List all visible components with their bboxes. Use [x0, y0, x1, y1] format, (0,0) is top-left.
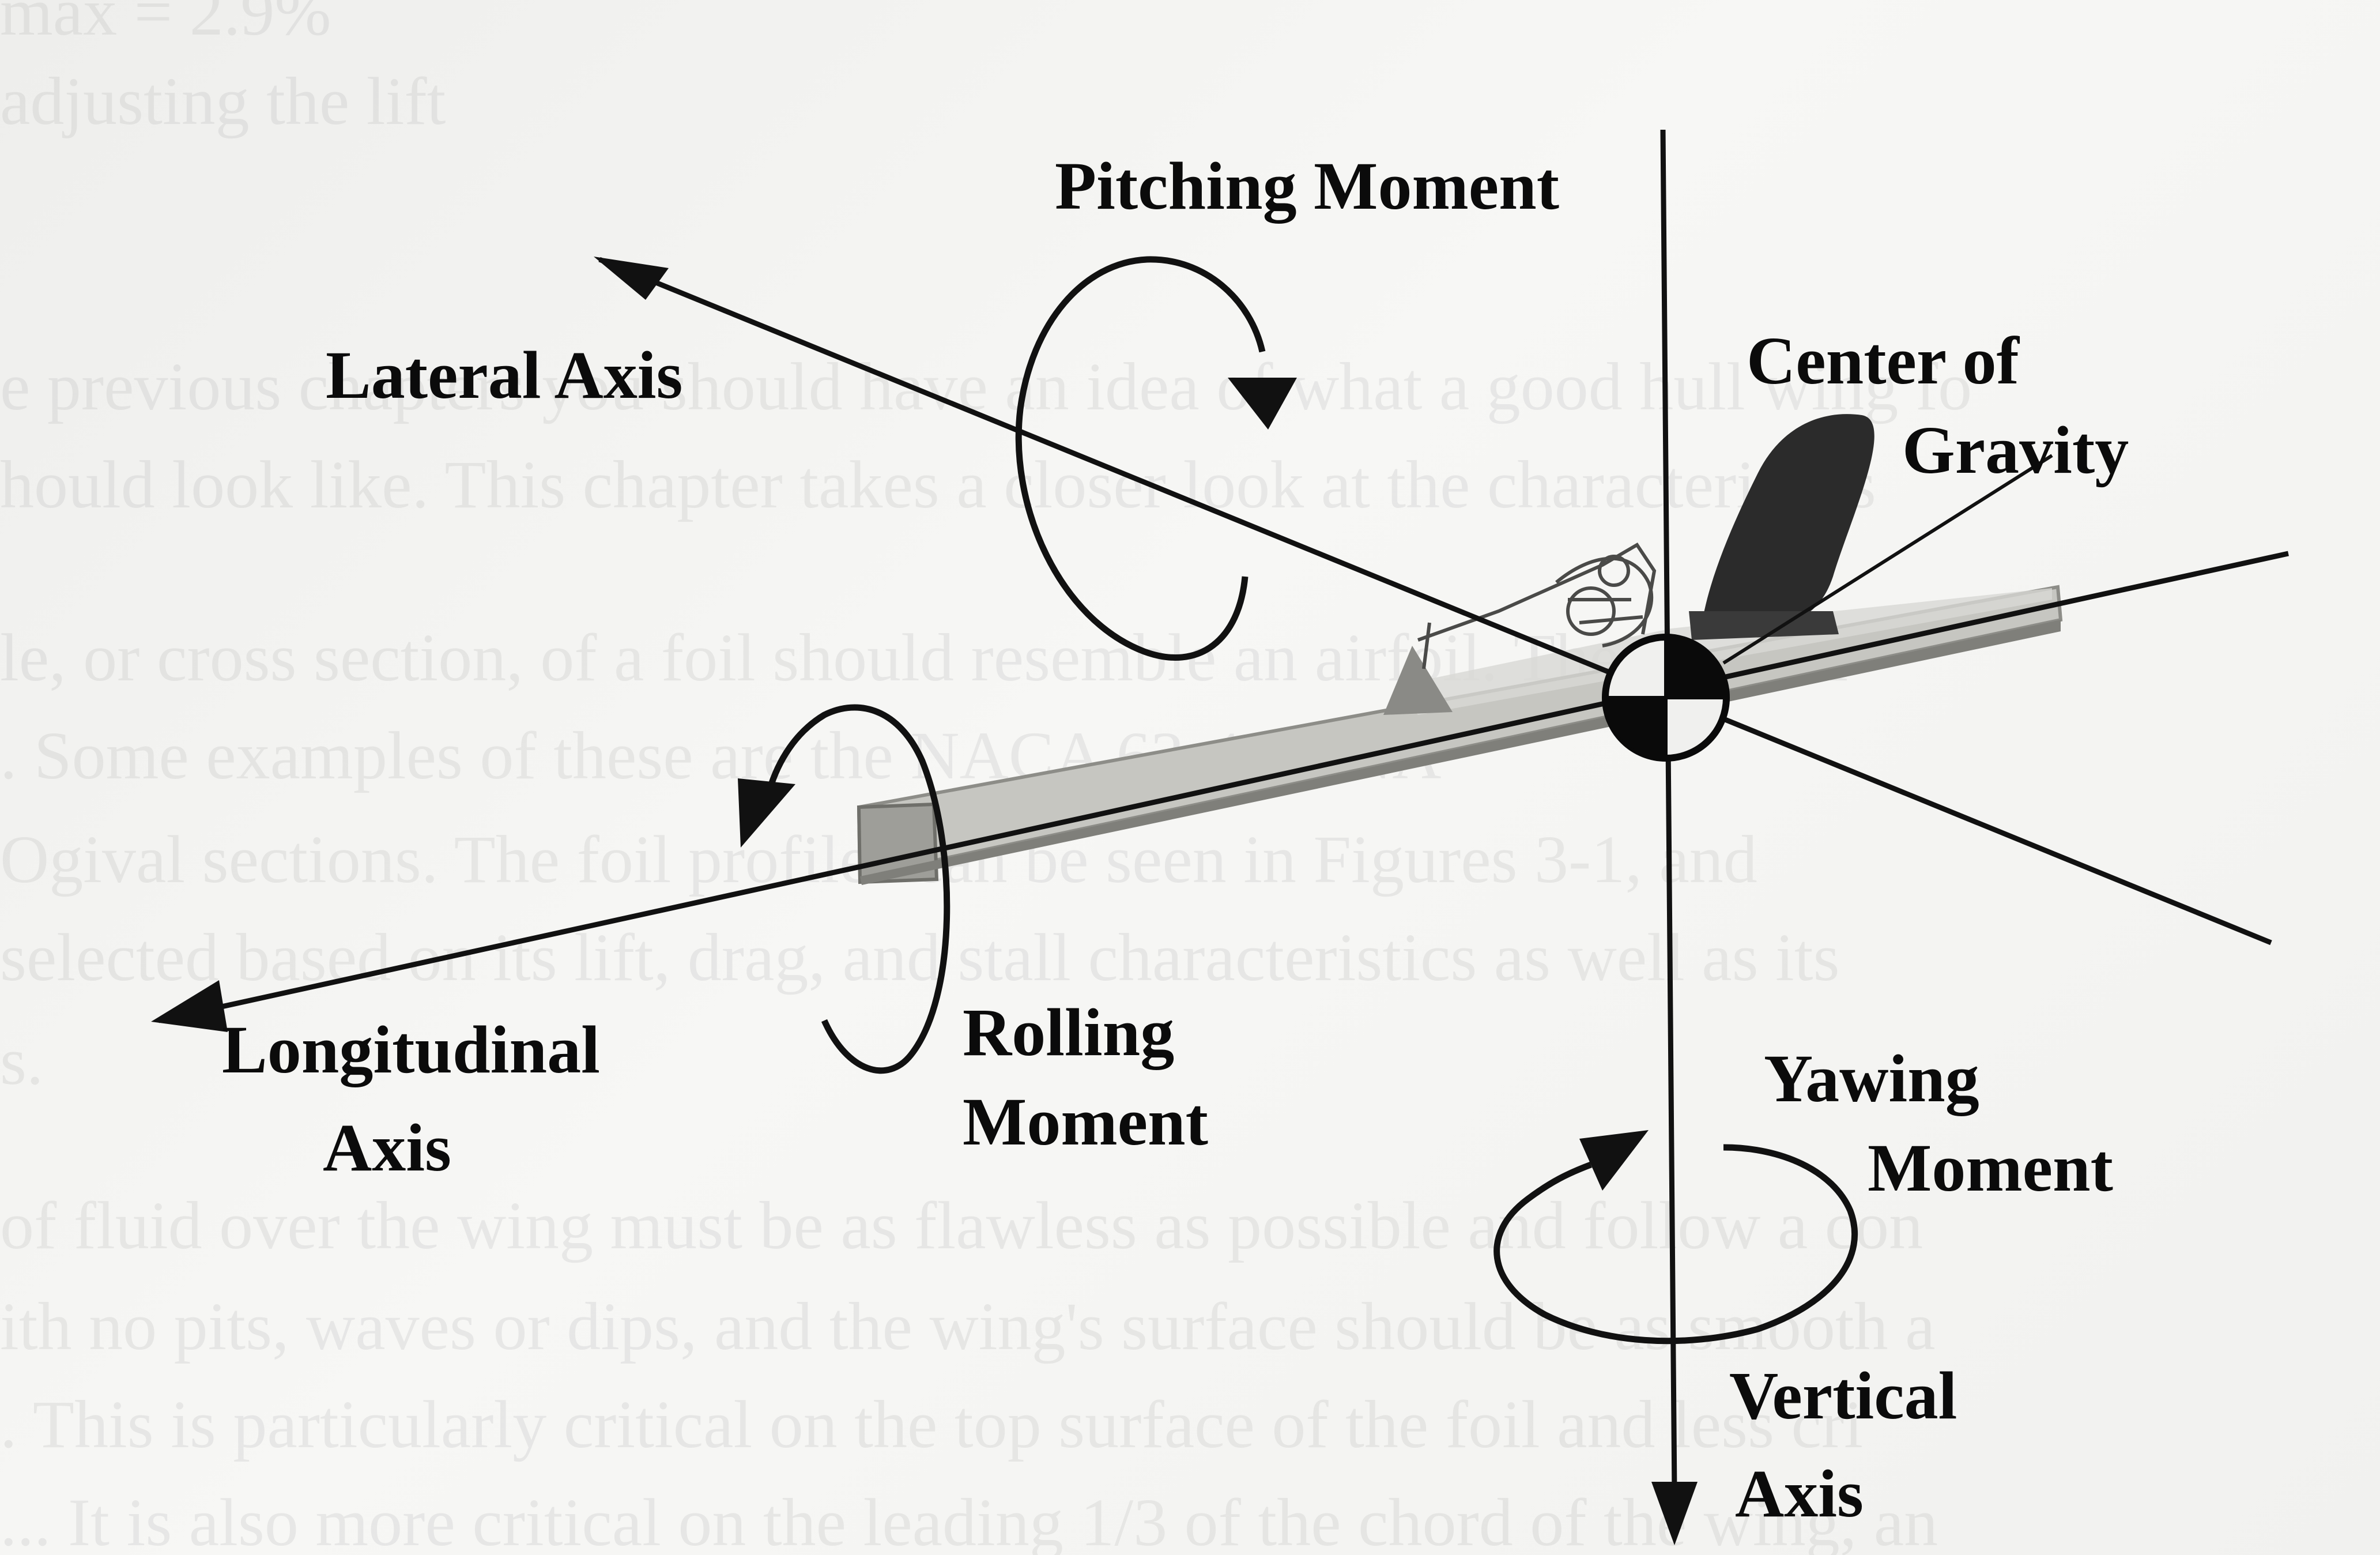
- seat: [1700, 414, 1874, 634]
- lateral-axis-label: Lateral Axis: [326, 337, 682, 413]
- center-of-gravity-leader: [1722, 454, 2053, 665]
- axes: [151, 129, 2289, 1545]
- center-of-gravity-symbol: [1602, 634, 1730, 762]
- board-edge: [860, 620, 2061, 885]
- yawing-moment-label: Yawing Moment: [1764, 1041, 2113, 1206]
- hydrofoil-board-illustration: [857, 414, 2063, 885]
- rolling-moment-arrow: [738, 704, 951, 1074]
- vertical-axis-label-line2: Axis: [1735, 1456, 1864, 1531]
- lateral-axis-arrowhead: [594, 257, 669, 300]
- board-deck: [1395, 588, 2052, 715]
- vertical-axis-label: Vertical Axis: [1729, 1358, 1957, 1531]
- rolling-moment-label-line1: Rolling: [963, 995, 1174, 1070]
- drive-mechanism: [1417, 542, 1657, 669]
- pitching-moment-label: Pitching Moment: [1055, 148, 1559, 224]
- show-through-line: . This is particularly critical on the t…: [0, 1387, 1863, 1462]
- seat-base: [1689, 611, 1839, 640]
- longitudinal-axis-line: [158, 551, 2289, 1023]
- front-foil-fin: [1383, 646, 1453, 715]
- rolling-moment-label: Rolling Moment: [963, 995, 1208, 1159]
- show-through-line: ith no pits, waves or dips, and the wing…: [0, 1289, 1936, 1364]
- center-of-gravity-label-line1: Center of: [1747, 323, 2020, 398]
- pitching-moment-arrow: [1015, 256, 1297, 661]
- vertical-axis-line: [1660, 129, 1677, 1494]
- longitudinal-axis-label-line1: Longitudinal: [222, 1012, 600, 1087]
- longitudinal-axis-arrowhead: [151, 980, 228, 1032]
- vertical-axis-arrowhead: [1651, 1482, 1698, 1545]
- longitudinal-axis-label: Longitudinal Axis: [222, 1012, 600, 1185]
- show-through-line: ... It is also more critical on the lead…: [0, 1485, 1938, 1555]
- show-through-line: hould look like. This chapter takes a cl…: [0, 447, 1876, 522]
- show-through-line: adjusting the lift: [0, 63, 446, 139]
- longitudinal-axis-label-line2: Axis: [323, 1110, 451, 1185]
- show-through-line: of fluid over the wing must be as flawle…: [0, 1188, 1923, 1263]
- yawing-moment-label-line2: Moment: [1868, 1130, 2113, 1206]
- rolling-moment-label-line2: Moment: [963, 1084, 1208, 1159]
- show-through-text: max = 2.9% adjusting the lift e previous…: [0, 0, 1972, 1555]
- show-through-line: max = 2.9%: [0, 0, 331, 50]
- show-through-line: e previous chapters you should have an i…: [0, 349, 1972, 424]
- yawing-moment-label-line1: Yawing: [1764, 1041, 1979, 1116]
- vertical-axis-label-line1: Vertical: [1729, 1358, 1957, 1433]
- show-through-line: s.: [0, 1023, 43, 1099]
- yawing-moment-arrow: [1493, 1130, 1858, 1345]
- center-of-gravity-label-line2: Gravity: [1902, 412, 2129, 488]
- center-of-gravity-label: Center of Gravity: [1747, 323, 2129, 488]
- show-through-line: selected based on its lift, drag, and st…: [0, 920, 1840, 995]
- lateral-axis-line: [598, 257, 2272, 946]
